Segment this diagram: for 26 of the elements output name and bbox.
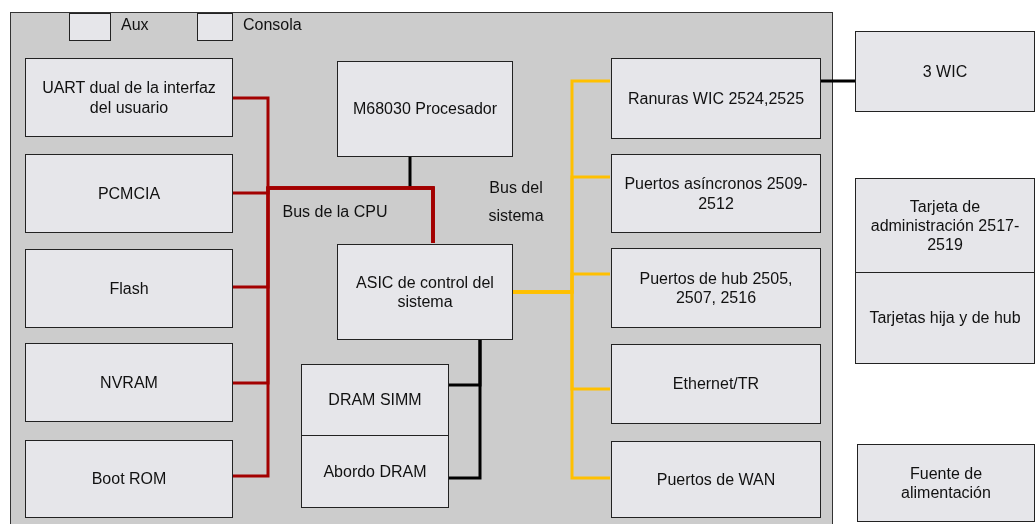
- component-box: Boot ROM: [25, 440, 233, 518]
- component-box: M68030 Procesador: [337, 61, 513, 157]
- component-box: Tarjetas hija y de hub: [855, 272, 1035, 364]
- component-box: PCMCIA: [25, 154, 233, 233]
- component-box: Ethernet/TR: [611, 344, 821, 424]
- component-box: Abordo DRAM: [301, 435, 449, 508]
- bus-label: Bus de la CPU: [281, 202, 389, 222]
- bus-line: [819, 79, 855, 82]
- component-box: NVRAM: [25, 343, 233, 422]
- component-box: Fuente de alimentación: [857, 444, 1035, 522]
- port-label: Aux: [121, 16, 149, 34]
- port-label: Consola: [243, 16, 302, 34]
- bus-label: Bus del sistema: [487, 178, 545, 226]
- component-box: Ranuras WIC 2524,2525: [611, 58, 821, 139]
- component-box: UART dual de la interfaz del usuario: [25, 58, 233, 137]
- bus-line: [231, 186, 434, 477]
- component-box: Puertos de hub 2505, 2507, 2516: [611, 248, 821, 328]
- component-box: Flash: [25, 249, 233, 328]
- bus-line: [447, 338, 481, 479]
- component-box: 3 WIC: [855, 31, 1035, 112]
- component-box: Puertos asíncronos 2509-2512: [611, 154, 821, 233]
- component-box: ASIC de control del sistema: [337, 244, 513, 340]
- component-box: Puertos de WAN: [611, 441, 821, 518]
- bus-line: [511, 290, 610, 479]
- component-box: DRAM SIMM: [301, 364, 449, 436]
- component-box: Tarjeta de administración 2517-2519: [855, 178, 1035, 273]
